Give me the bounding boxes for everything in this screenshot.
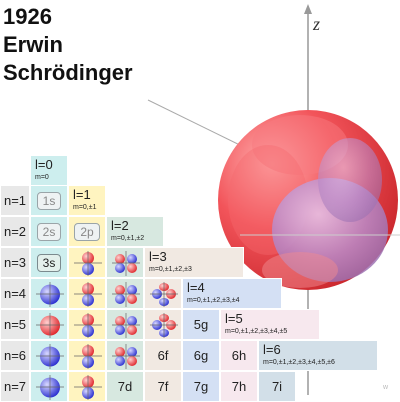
- orbital-cell-p: [68, 340, 106, 371]
- n-label: n=3: [0, 247, 30, 278]
- d-orbital-icon: [112, 344, 140, 369]
- d-orbital-icon: [112, 313, 140, 338]
- orbital-cell-p: [68, 371, 106, 402]
- orbital-cell-s: [30, 340, 68, 371]
- d-orbital-icon: [112, 282, 140, 307]
- p-orbital-icon: [74, 344, 102, 369]
- s-orbital-icon: [36, 282, 64, 307]
- s-orbital-icon: [36, 344, 64, 369]
- orbital-cell-p: [68, 309, 106, 340]
- p-orbital-icon: [74, 313, 102, 338]
- orbital-cell-s: 2s: [30, 216, 68, 247]
- orbital-cell-p: [68, 278, 106, 309]
- m-values: m=0,±1,±2,±3,±4,±5,±6: [263, 359, 335, 366]
- year-title: 1926: [3, 4, 52, 29]
- z-axis-label: z: [313, 14, 321, 34]
- l-value: l=3: [149, 249, 167, 264]
- orbital-cell-d: [106, 247, 144, 278]
- m-values: m=0,±1: [73, 204, 97, 211]
- orbital-cell-s: [30, 371, 68, 402]
- m-values: m=0,±1,±2,±3,±4,±5: [225, 328, 288, 335]
- n-label: n=2: [0, 216, 30, 247]
- m-values: m=0,±1,±2: [111, 235, 145, 242]
- diagonal-axis-line: [147, 99, 251, 151]
- orbital-cell-s: 3s: [30, 247, 68, 278]
- m-values: m=0,±1,±2,±3,±4: [187, 297, 240, 304]
- orbital-cell-p: [68, 247, 106, 278]
- orbital-pill: 1s: [36, 191, 62, 210]
- last-name-title: Schrödinger: [3, 60, 133, 85]
- orbital-pill: 2s: [36, 222, 62, 241]
- first-name-title: Erwin: [3, 32, 63, 57]
- orbital-cell-i: 7i: [258, 371, 296, 402]
- l-header-3: l=3 m=0,±1,±2,±3: [144, 247, 244, 278]
- orbital-cell-g: 7g: [182, 371, 220, 402]
- l-value: l=0: [35, 157, 53, 172]
- orbital-cell-h: 6h: [220, 340, 258, 371]
- p-orbital-icon: [74, 375, 102, 400]
- l-header-5: l=5 m=0,±1,±2,±3,±4,±5: [220, 309, 320, 340]
- n-label: n=7: [0, 371, 30, 402]
- orbital-cell-d: [106, 278, 144, 309]
- l-value: l=5: [225, 311, 243, 326]
- orbital-cell-d: [106, 309, 144, 340]
- large-orbital: [218, 110, 398, 290]
- l-value: l=1: [73, 187, 91, 202]
- p-orbital-icon: [74, 251, 102, 276]
- s-orbital-icon: [36, 375, 64, 400]
- n-label: n=1: [0, 185, 30, 216]
- orbital-cell-d: 7d: [106, 371, 144, 402]
- orbital-cell-s: [30, 309, 68, 340]
- orbital-pill: 3s: [36, 253, 62, 272]
- orbital-cell-f: 6f: [144, 340, 182, 371]
- orbital-cell-g: 5g: [182, 309, 220, 340]
- orbital-cell-s: 1s: [30, 185, 68, 216]
- orbital-cell-f: [144, 309, 182, 340]
- n-label: n=4: [0, 278, 30, 309]
- orbital-cell-g: 6g: [182, 340, 220, 371]
- orbital-cell-f: [144, 278, 182, 309]
- m-values: m=0: [35, 174, 49, 181]
- l-header-2: l=2 m=0,±1,±2: [106, 216, 164, 247]
- s-orbital-icon: [36, 313, 64, 338]
- n-label: n=6: [0, 340, 30, 371]
- m-values: m=0,±1,±2,±3: [149, 266, 192, 273]
- l-value: l=4: [187, 280, 205, 295]
- f-orbital-icon: [150, 282, 178, 307]
- l-value: l=6: [263, 342, 281, 357]
- z-axis-arrow: [304, 4, 312, 14]
- orbital-pill: 2p: [74, 222, 100, 241]
- f-orbital-icon: [150, 313, 178, 338]
- orbital-cell-f: 7f: [144, 371, 182, 402]
- l-header-1: l=1 m=0,±1: [68, 185, 106, 216]
- n-label: n=5: [0, 309, 30, 340]
- d-orbital-icon: [112, 251, 140, 276]
- l-value: l=2: [111, 218, 129, 233]
- orbital-cell-p: 2p: [68, 216, 106, 247]
- watermark: w: [383, 384, 389, 391]
- l-header-6: l=6 m=0,±1,±2,±3,±4,±5,±6: [258, 340, 378, 371]
- orbital-cell-d: [106, 340, 144, 371]
- orbital-cell-s: [30, 278, 68, 309]
- orbital-cell-h: 7h: [220, 371, 258, 402]
- l-header-4: l=4 m=0,±1,±2,±3,±4: [182, 278, 282, 309]
- p-orbital-icon: [74, 282, 102, 307]
